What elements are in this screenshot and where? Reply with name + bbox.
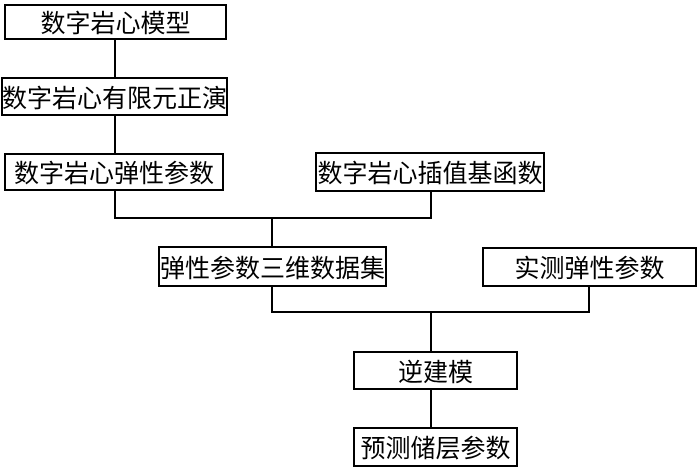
flow-box-fem-forward-modeling: 数字岩心有限元正演 bbox=[1, 77, 228, 116]
flow-box-core-elastic-params: 数字岩心弹性参数 bbox=[4, 153, 224, 191]
flow-box-inverse-modeling: 逆建模 bbox=[353, 351, 518, 390]
connector-forward-to-elastic bbox=[114, 115, 116, 154]
flow-box-interp-basis-function: 数字岩心插值基函数 bbox=[315, 152, 545, 192]
connector-merge-bar-upper bbox=[114, 217, 432, 219]
flow-box-digital-core-model: 数字岩心模型 bbox=[4, 4, 227, 40]
flow-box-measured-elastic: 实测弹性参数 bbox=[482, 247, 697, 287]
connector-basis-down bbox=[430, 191, 432, 219]
connector-dataset-down bbox=[271, 286, 273, 313]
flow-box-predicted-reservoir: 预测储层参数 bbox=[353, 427, 518, 467]
connector-merge-bar-lower bbox=[271, 311, 590, 313]
connector-model-to-forward bbox=[114, 39, 116, 78]
connector-elastic-down bbox=[114, 190, 116, 219]
connector-merge-to-dataset bbox=[271, 219, 273, 247]
connector-inverse-to-predicted bbox=[430, 389, 432, 428]
connector-merge-to-inverse bbox=[430, 313, 432, 352]
flow-box-elastic-3d-dataset: 弹性参数三维数据集 bbox=[158, 246, 387, 287]
connector-measured-down bbox=[588, 286, 590, 313]
